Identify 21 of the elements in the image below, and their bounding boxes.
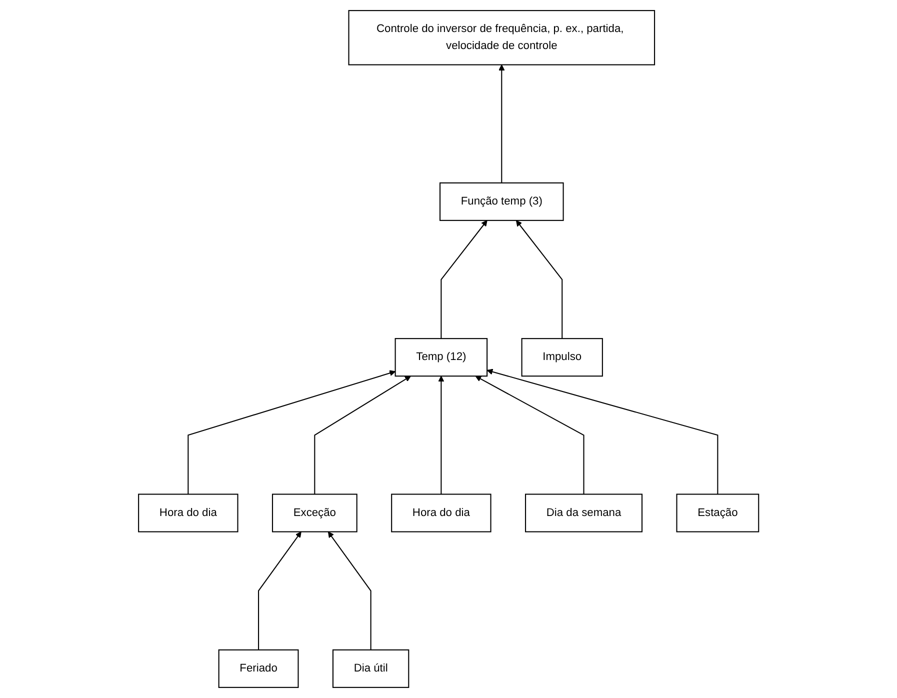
node-box: Feriado [218,649,299,688]
arrow [438,376,444,494]
node-box: Dia útil [332,649,410,688]
arrow [486,368,718,494]
arrow [498,64,505,183]
node-box: Dia da semana [524,494,642,532]
arrow [516,220,563,339]
arrow [328,531,372,650]
arrow [440,220,488,339]
node-box: Hora do dia [138,494,238,532]
arrow [475,376,584,494]
arrow [188,370,396,494]
node-box: Impulso [521,338,603,377]
node-box: Função temp (3) [439,182,564,221]
arrow [258,531,302,650]
node-box: Estação [676,494,760,532]
node-box: Exceção [272,494,358,532]
node-box: Controle do inversor de frequência, p. ex., partida, velocidade de controle [348,10,655,66]
node-box: Hora do dia [390,494,492,532]
node-box: Temp (12) [394,338,488,377]
arrow [314,376,411,494]
